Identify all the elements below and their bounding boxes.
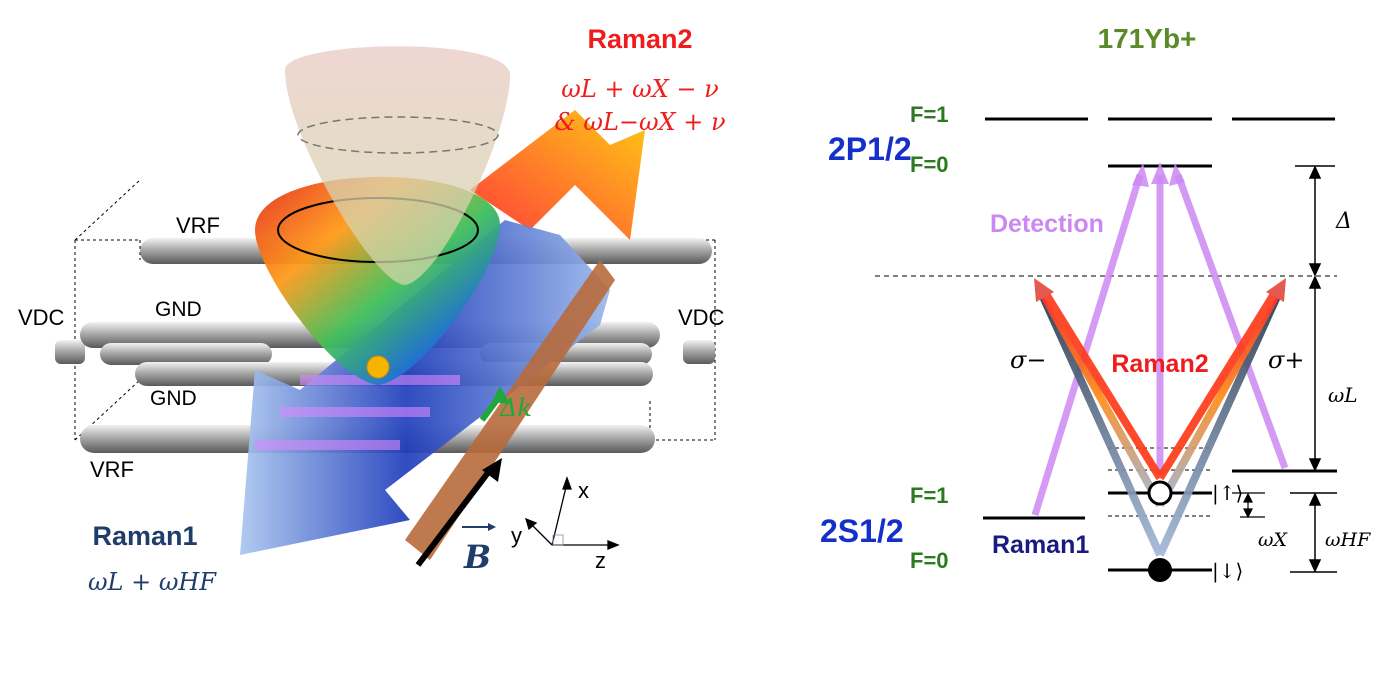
p-f1-label: F=1 (910, 102, 949, 127)
omega-l-bracket (1308, 275, 1322, 472)
coordinate-axes (524, 476, 620, 550)
delta-label: Δ (1335, 209, 1352, 234)
vdc-left-label: VDC (18, 305, 65, 330)
vrf-top-label: VRF (176, 213, 220, 238)
omega-l-label: ωL (1328, 383, 1358, 407)
b-field-vector-tip (488, 523, 496, 531)
delta-k-label: Δk (499, 394, 532, 422)
potential-bowl-upper (285, 46, 510, 285)
sigma-minus-label: σ− (1010, 346, 1047, 374)
detection-label: Detection (990, 210, 1104, 238)
sigma-plus-label: σ+ (1268, 346, 1305, 374)
up-state-circle (1147, 480, 1173, 506)
trap-apparatus (55, 46, 716, 567)
dc-rod-right (683, 340, 715, 364)
delta-k-arrowhead (492, 386, 510, 404)
omega-x-bracket (1232, 492, 1265, 519)
vdc-right-label: VDC (678, 305, 725, 330)
p-f0-label: F=0 (910, 152, 949, 177)
raman1-title: Raman1 (92, 521, 197, 551)
ket-down-label: |↓⟩ (1212, 559, 1243, 584)
raman2-freq-line2: & ωL−ωX + ν (554, 108, 725, 136)
detection-arrowheads (1132, 162, 1185, 187)
raman-arrowhead-right (1266, 278, 1286, 302)
gnd-top-label: GND (155, 298, 202, 321)
vrf-bottom-label: VRF (90, 457, 134, 482)
axis-z-label: z (595, 548, 606, 573)
b-field-label: B (463, 538, 491, 576)
s-f1-label: F=1 (910, 483, 949, 508)
detection-arrows (1031, 173, 1289, 517)
raman1-level-label: Raman1 (992, 531, 1089, 559)
omega-x-label: ωX (1258, 529, 1288, 551)
gnd-bottom-label: GND (150, 387, 197, 410)
b-field-arrow (415, 468, 493, 567)
raman-v-arrows (1036, 288, 1284, 557)
axis-x-label: x (578, 478, 589, 503)
s-f0-label: F=0 (910, 548, 949, 573)
omega-hf-label: ωHF (1325, 529, 1371, 551)
axis-y-label: y (511, 523, 522, 548)
species-label: 171Yb+ (1098, 23, 1197, 54)
down-state-circle (1148, 558, 1172, 582)
raman2-freq-line1: ωL + ωX − ν (561, 75, 719, 103)
raman1-freq: ωL + ωHF (88, 568, 217, 596)
raman2-beam (470, 110, 645, 240)
delta-bracket (1295, 165, 1335, 277)
dc-rod-left (55, 340, 85, 364)
omega-hf-bracket (1290, 492, 1337, 573)
raman2-level-label: Raman2 (1111, 350, 1208, 378)
raman-arrowhead-left (1034, 278, 1054, 302)
raman2-title: Raman2 (587, 24, 692, 54)
ion-dot (366, 355, 390, 379)
b-field-arrowhead (482, 458, 502, 482)
s-term-label: 2S1/2 (820, 513, 904, 549)
p-term-label: 2P1/2 (828, 131, 912, 167)
